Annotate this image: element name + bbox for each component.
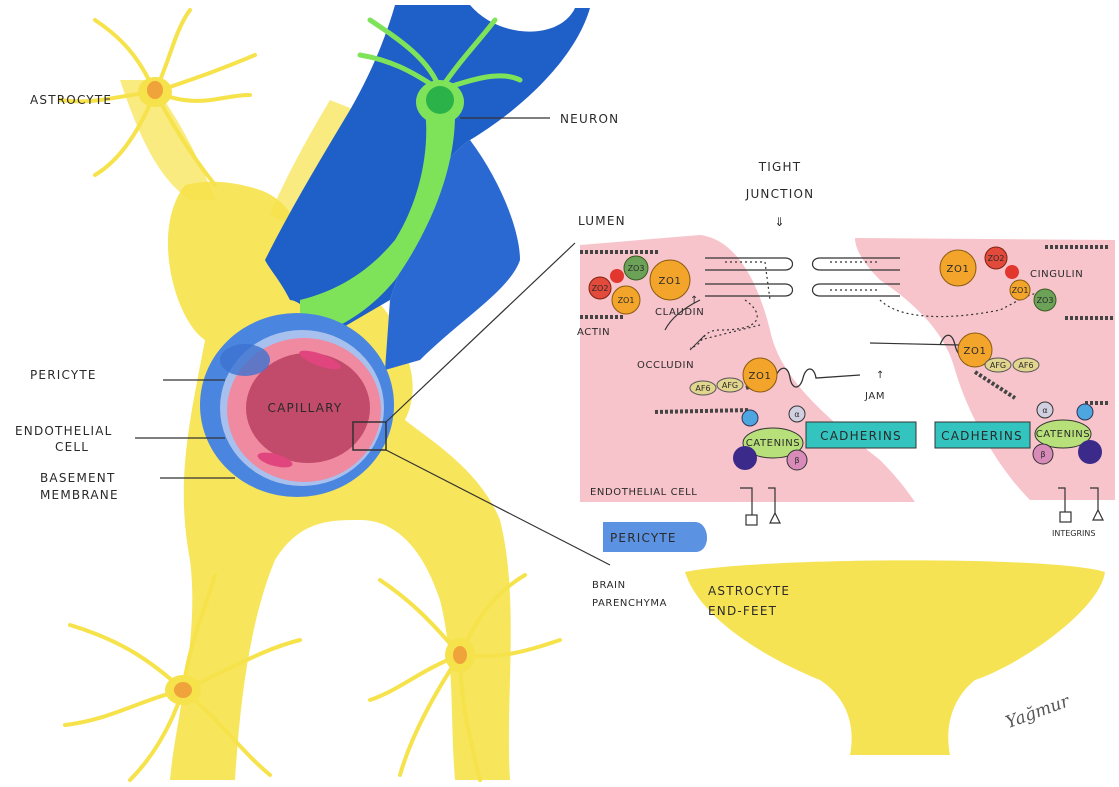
afg-label-left: AFG [722, 381, 738, 390]
af6-label-right: AF6 [1018, 361, 1033, 370]
beta-catenin-label-right: β [1040, 450, 1045, 459]
basement-membrane-label-2: MEMBRANE [40, 488, 119, 502]
beta-catenin-label-left: β [794, 456, 799, 465]
brain-label: BRAIN [592, 580, 626, 591]
cadherins-label-right: CADHERINS [941, 429, 1023, 443]
zo2-label-left: ZO2 [592, 284, 609, 293]
endothelial-cell-label: ENDOTHELIAL [15, 424, 113, 438]
zo3-label-right: ZO3 [1037, 296, 1054, 305]
afg-label-right: AFG [990, 361, 1006, 370]
pericyte-label: PERICYTE [30, 368, 97, 382]
zo1-label-right-main: ZO1 [947, 264, 970, 275]
zo1-label-left-small: ZO1 [618, 296, 635, 305]
astrocyte-endfeet-label-2: END-FEET [708, 604, 777, 618]
endothelial-cell-label-2: CELL [55, 440, 89, 454]
parenchyma-label: PARENCHYMA [592, 598, 667, 609]
occludin-label: OCCLUDIN [637, 360, 694, 371]
alpha-catenin-label-left: α [794, 410, 799, 419]
zo1-label-right-mid: ZO1 [964, 346, 987, 357]
astrocyte-label: ASTROCYTE [30, 93, 112, 107]
zo3-label-left: ZO3 [628, 264, 645, 273]
jam-label: JAM [864, 391, 885, 402]
af6-label-left: AF6 [695, 384, 710, 393]
claudin-label: CLAUDIN [655, 307, 704, 318]
integrins-label: INTEGRINS [1052, 529, 1095, 538]
lumen-label: LUMEN [578, 214, 626, 228]
zo1-label-mid: ZO1 [749, 371, 772, 382]
capillary-label: CAPILLARY [268, 401, 343, 415]
cadherins-label-left: CADHERINS [820, 429, 902, 443]
alpha-catenin-label-right: α [1042, 406, 1047, 415]
basement-membrane-label: BASEMENT [40, 471, 115, 485]
pericyte-bar-label: PERICYTE [610, 531, 677, 545]
endothelial-cell-full-label: ENDOTHELIAL CELL [590, 487, 697, 498]
tight-junction-label: TIGHT [758, 160, 802, 174]
tight-junction-arrow-icon: ⇓ [774, 215, 785, 229]
actin-label: ACTIN [577, 327, 610, 338]
zo2-label-right: ZO2 [988, 254, 1005, 263]
claudin-arrow-icon: ↑ [690, 295, 699, 306]
neuron-label: NEURON [560, 112, 619, 126]
catenins-label-right: CATENINS [1036, 429, 1091, 440]
cingulin-label: CINGULIN [1030, 269, 1083, 280]
jam-arrow-icon: ↑ [876, 370, 885, 381]
catenins-label-left: CATENINS [746, 438, 801, 449]
zo1-label-right-small: ZO1 [1012, 286, 1029, 295]
artist-signature: Yağmur [1003, 691, 1073, 733]
astrocyte-endfeet-label: ASTROCYTE [708, 584, 790, 598]
tight-junction-label-2: JUNCTION [745, 187, 815, 201]
zo1-label-left-main: ZO1 [659, 276, 682, 287]
